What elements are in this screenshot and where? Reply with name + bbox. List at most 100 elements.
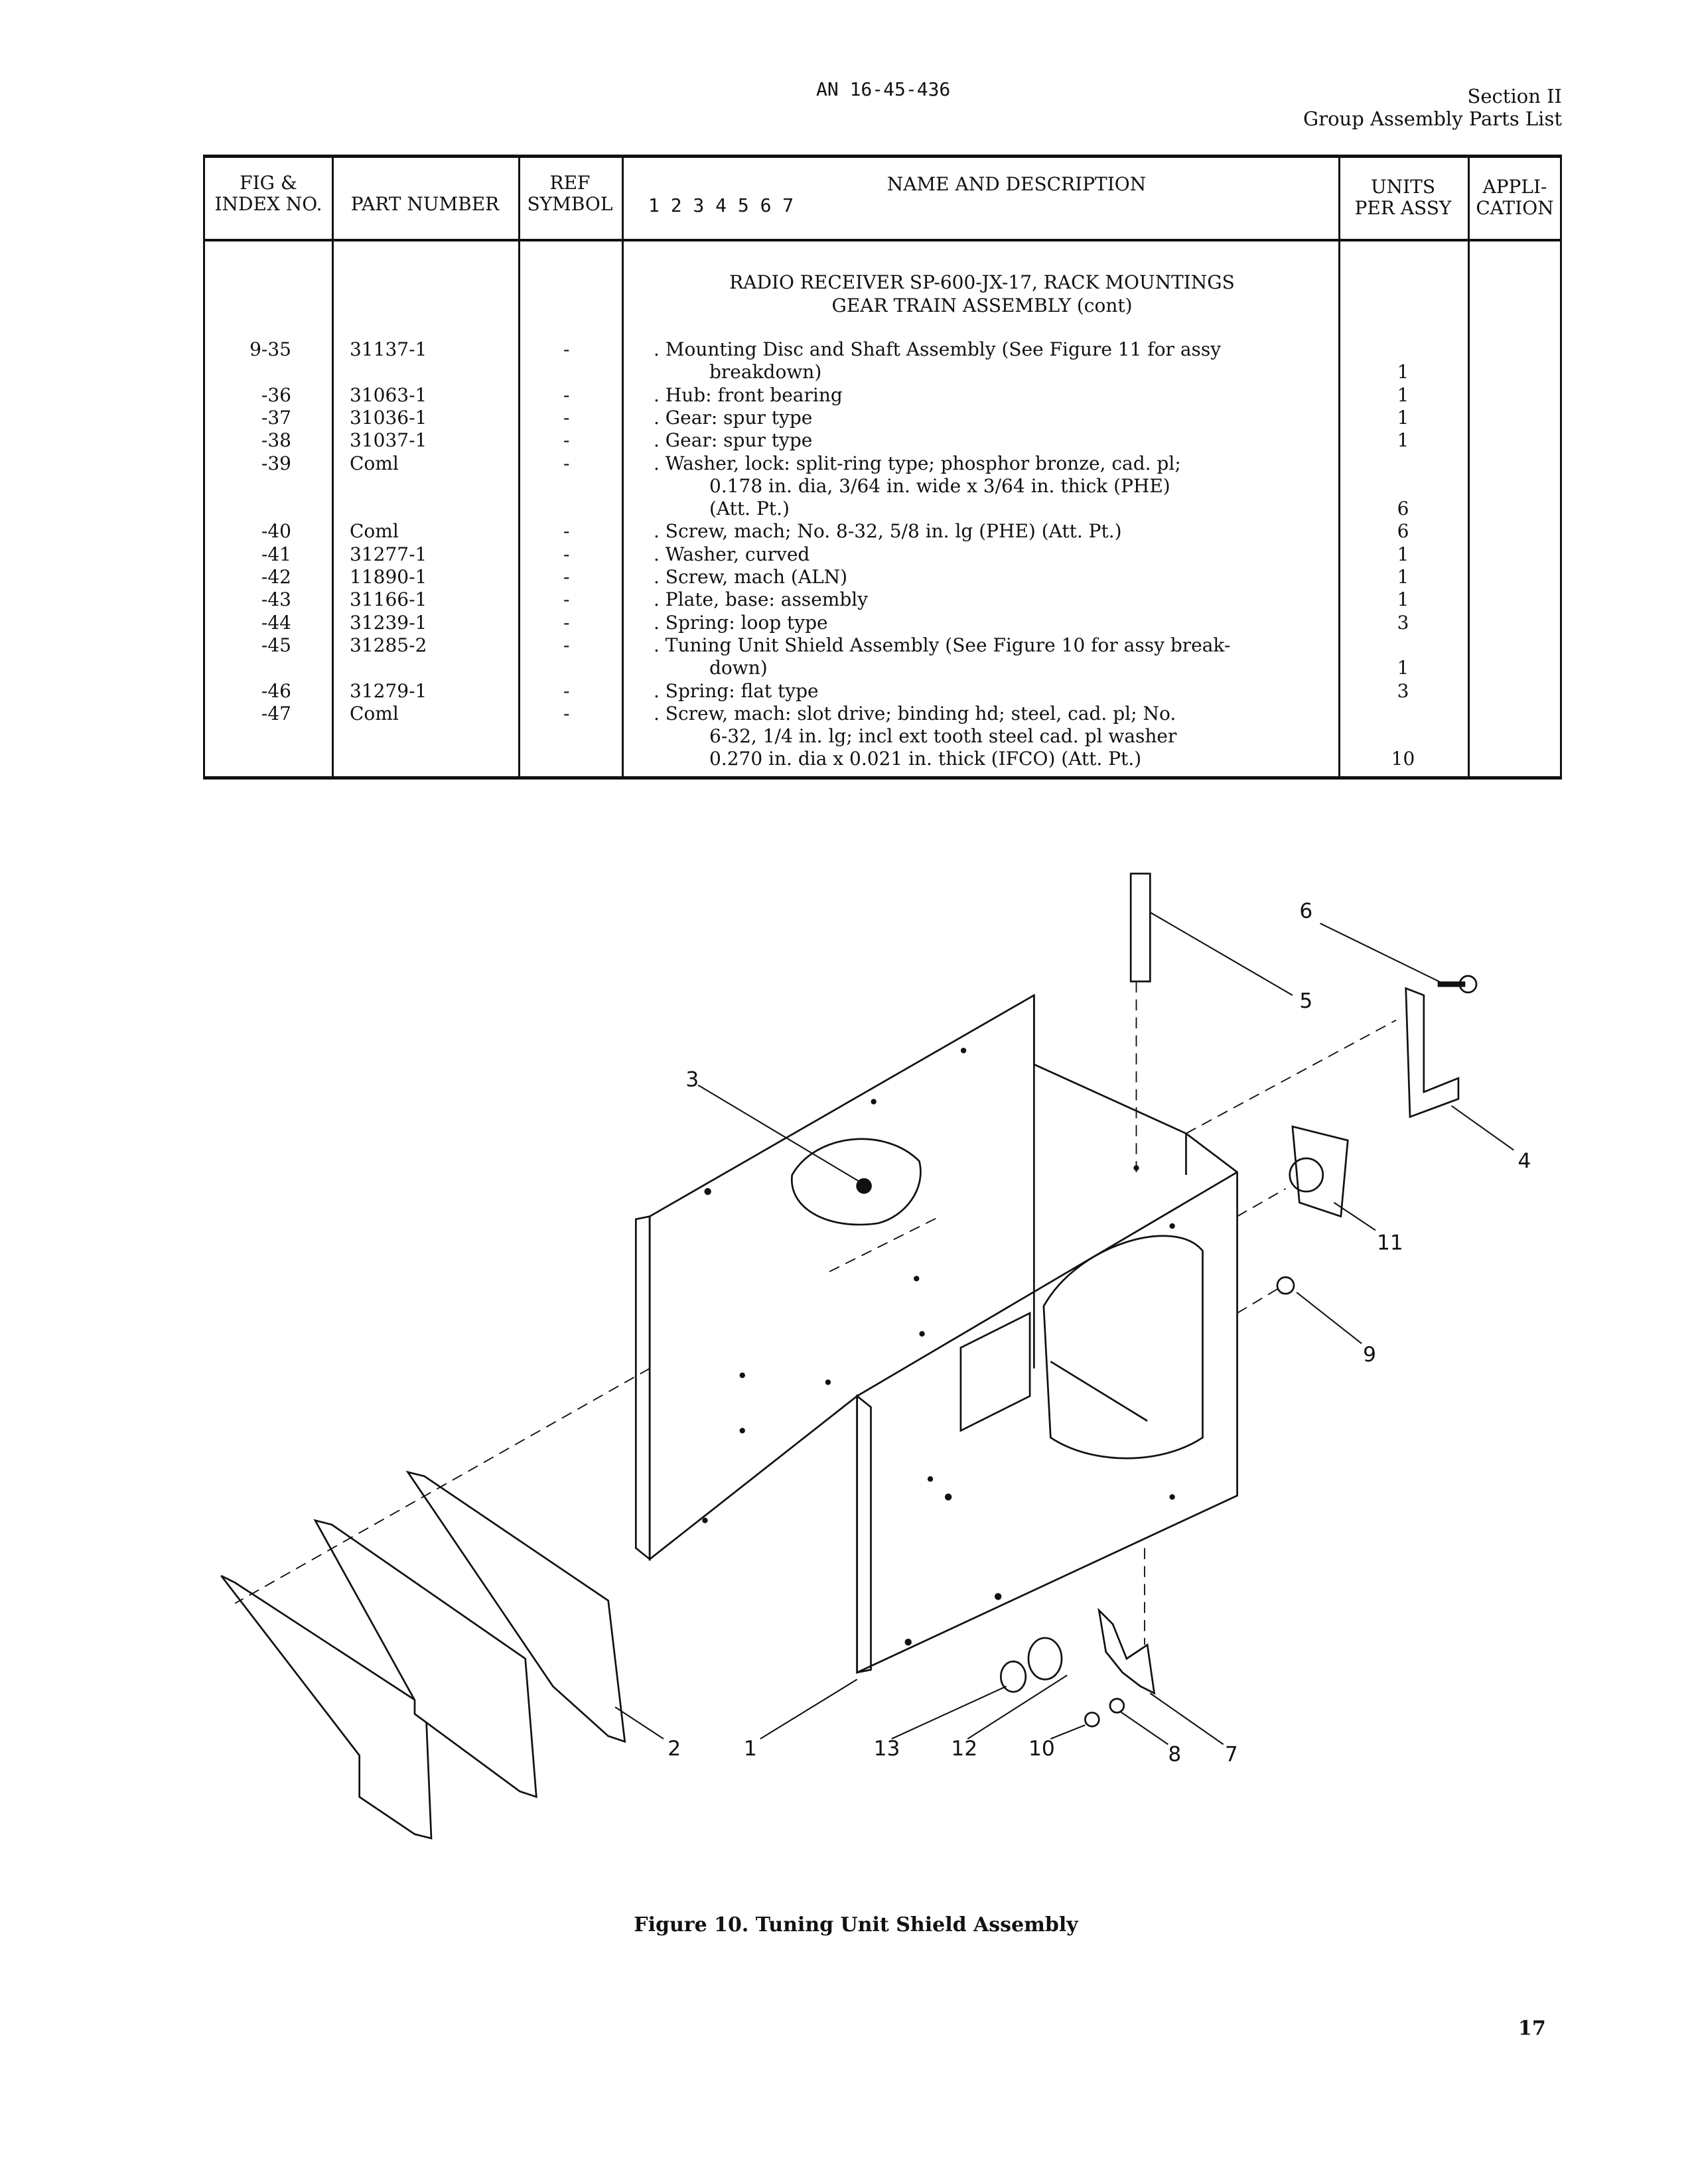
ref-symbol: - — [563, 679, 570, 702]
callout-1: 1 — [744, 1737, 757, 1761]
units-per-assy: 3 — [1397, 611, 1409, 634]
column-divider — [332, 158, 334, 776]
part-number: Coml — [350, 702, 399, 724]
column-divider — [518, 158, 520, 776]
figure-caption: Figure 10. Tuning Unit Shield Assembly — [634, 1913, 1078, 1937]
ref-symbol: - — [563, 634, 570, 656]
part-number: 31279-1 — [350, 679, 427, 702]
part-number: 31036-1 — [350, 406, 427, 429]
ref-symbol: - — [563, 702, 570, 724]
units-per-assy: 1 — [1397, 361, 1409, 383]
part-number: Coml — [350, 520, 399, 543]
ref-symbol: - — [563, 566, 570, 588]
units-per-assy: 1 — [1397, 429, 1409, 452]
header-fig-index: FIG &INDEX NO. — [214, 172, 322, 215]
callout-13: 13 — [874, 1737, 900, 1761]
units-per-assy: 1 — [1397, 566, 1409, 588]
document-number: AN 16-45-436 — [816, 78, 951, 100]
units-per-assy: 3 — [1397, 679, 1409, 702]
fig-index-number: -40 — [261, 520, 291, 543]
description-line: . Gear: spur type — [654, 406, 813, 429]
leader-lines — [614, 912, 1514, 1745]
callout-numbers: 6 5 4 11 9 3 2 1 13 12 10 8 7 — [668, 900, 1531, 1767]
fig-index-number: -38 — [261, 429, 291, 452]
fig-index-number: -39 — [261, 452, 291, 474]
rear-shield-plates-drawing — [220, 1470, 626, 1840]
header-application: APPLI-CATION — [1476, 176, 1554, 219]
description-line: . Tuning Unit Shield Assembly (See Figur… — [654, 634, 1231, 656]
fig-index-number: -46 — [261, 679, 291, 702]
callout-3: 3 — [685, 1068, 699, 1092]
units-per-assy: 6 — [1397, 498, 1409, 520]
header-divider — [205, 239, 1560, 241]
group-subtitle: GEAR TRAIN ASSEMBLY (cont) — [831, 295, 1133, 316]
part-number: 31285-2 — [350, 634, 427, 656]
section-heading: Section II Group Assembly Parts List — [1303, 85, 1562, 130]
description-line: . Spring: flat type — [654, 679, 819, 702]
description-line: 0.178 in. dia, 3/64 in. wide x 3/64 in. … — [709, 474, 1170, 497]
group-title: RADIO RECEIVER SP-600-JX-17, RACK MOUNTI… — [729, 271, 1235, 293]
description-line: . Plate, base: assembly — [654, 588, 869, 611]
units-per-assy: 1 — [1397, 406, 1409, 429]
part-number: 31277-1 — [350, 543, 427, 565]
part-number: Coml — [350, 452, 399, 474]
callout-8: 8 — [1168, 1742, 1181, 1766]
shield-box-drawing — [634, 993, 1238, 1674]
ref-symbol: - — [563, 338, 570, 360]
assembly-centerlines — [234, 981, 1397, 1645]
fig-index-number: -44 — [261, 611, 291, 634]
units-per-assy: 1 — [1397, 383, 1409, 406]
fig-index-number: -42 — [261, 566, 291, 588]
fig-index-number: -45 — [261, 634, 291, 656]
ref-symbol: - — [563, 520, 570, 543]
description-line: . Screw, mach; No. 8-32, 5/8 in. lg (PHE… — [654, 520, 1122, 543]
callout-6: 6 — [1299, 900, 1312, 923]
column-divider — [1338, 158, 1340, 776]
column-divider — [622, 158, 624, 776]
ref-symbol: - — [563, 452, 570, 474]
callout-4: 4 — [1518, 1150, 1531, 1174]
units-per-assy: 1 — [1397, 588, 1409, 611]
page-number: 17 — [1518, 2017, 1546, 2040]
part-number: 31063-1 — [350, 383, 427, 406]
fig-index-number: -43 — [261, 588, 291, 611]
fig-index-number: -47 — [261, 702, 291, 724]
description-line: . Washer, lock: split-ring type; phospho… — [654, 452, 1181, 474]
description-line: . Screw, mach: slot drive; binding hd; s… — [654, 702, 1176, 724]
part-number: 31037-1 — [350, 429, 427, 452]
section-label: Section II — [1467, 85, 1562, 107]
callout-9: 9 — [1363, 1343, 1376, 1367]
units-per-assy: 6 — [1397, 520, 1409, 543]
units-per-assy: 1 — [1397, 657, 1409, 679]
description-line: . Washer, curved — [654, 543, 810, 565]
callout-5: 5 — [1299, 989, 1312, 1013]
description-line: 0.270 in. dia x 0.021 in. thick (IFCO) (… — [709, 748, 1142, 770]
callout-10: 10 — [1028, 1737, 1055, 1761]
description-line: . Hub: front bearing — [654, 383, 843, 406]
units-per-assy: 1 — [1397, 543, 1409, 565]
ref-symbol: - — [563, 588, 570, 611]
callout-11: 11 — [1377, 1231, 1403, 1255]
part-number: 31239-1 — [350, 611, 427, 634]
description-line: . Screw, mach (ALN) — [654, 566, 848, 588]
description-line: (Att. Pt.) — [709, 498, 790, 520]
ref-symbol: - — [563, 543, 570, 565]
callout-2: 2 — [668, 1737, 681, 1761]
description-line: breakdown) — [709, 361, 822, 383]
ref-symbol: - — [563, 406, 570, 429]
description-line: down) — [709, 657, 768, 679]
description-line: . Mounting Disc and Shaft Assembly (See … — [654, 338, 1222, 360]
ref-symbol: - — [563, 611, 570, 634]
callout-7: 7 — [1225, 1742, 1238, 1766]
units-per-assy: 10 — [1391, 748, 1415, 770]
description-line: . Gear: spur type — [654, 429, 813, 452]
fig-index-number: -36 — [261, 383, 291, 406]
part-number: 11890-1 — [350, 566, 427, 588]
description-line: . Spring: loop type — [654, 611, 828, 634]
fig-index-number: 9-35 — [249, 338, 291, 360]
fig-index-number: -37 — [261, 406, 291, 429]
